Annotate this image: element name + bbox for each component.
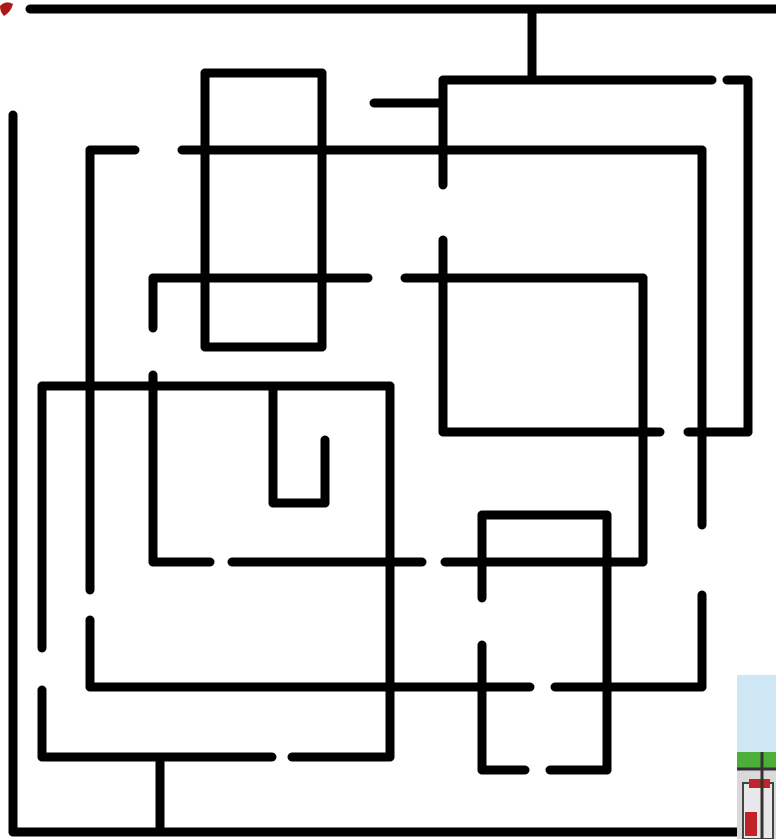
house-goal-icon[interactable]	[737, 675, 776, 839]
player-marker-icon[interactable]	[0, 2, 13, 16]
maze-walls	[13, 9, 776, 832]
